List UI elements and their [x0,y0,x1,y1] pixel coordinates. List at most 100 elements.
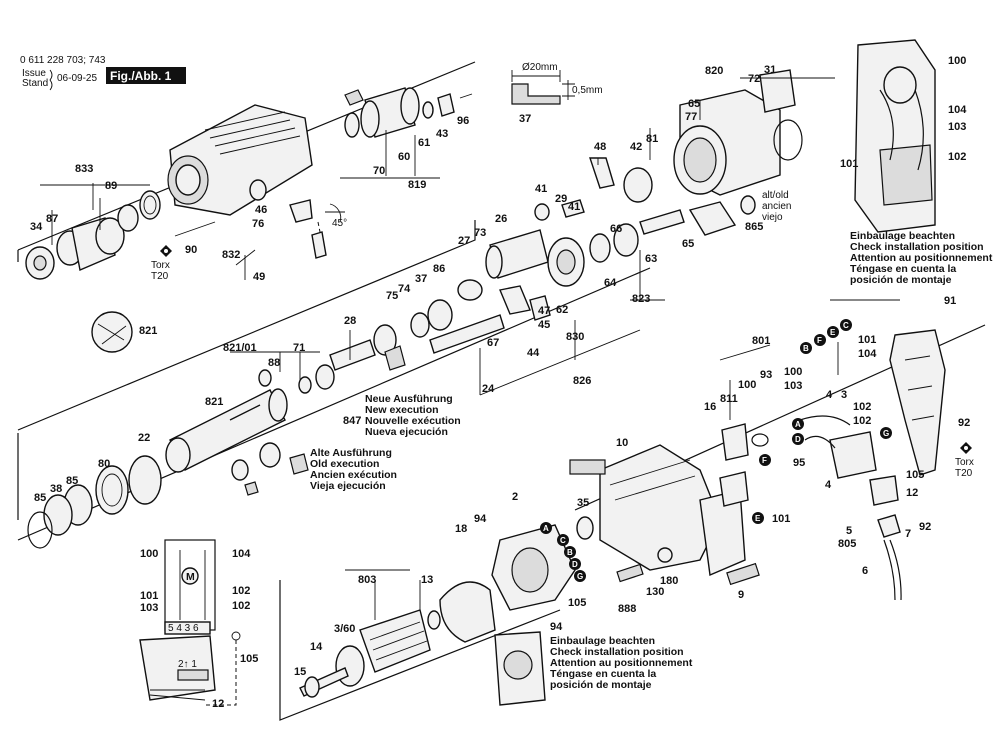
svg-text:823: 823 [632,293,650,305]
svg-text:63: 63 [645,253,657,265]
svg-text:22: 22 [138,432,150,444]
svg-text:74: 74 [398,283,411,295]
svg-text:104: 104 [858,348,877,360]
hammer-head-housing [167,104,313,216]
svg-text:85: 85 [34,492,46,504]
svg-text:101: 101 [772,513,790,525]
stand-label: Stand [22,78,48,89]
install-note-bottom-1: Einbaulage beachten [550,635,655,647]
connector-badge-b-2: B [800,342,812,354]
label-plate-9 [726,562,760,586]
svg-text:3/60: 3/60 [334,623,355,635]
install-note-top-2: Check installation position [850,241,984,253]
new-version-note-2: New execution [365,404,439,416]
svg-text:49: 49 [253,271,265,283]
old-clamp-part [688,195,756,236]
svg-text:102: 102 [232,585,250,597]
svg-text:100: 100 [948,55,966,67]
new-version-note-1: Neue Ausführung [365,393,453,405]
svg-text:13: 13 [421,574,433,586]
svg-text:66: 66 [610,223,622,235]
svg-text:92: 92 [958,417,970,429]
svg-text:46: 46 [255,204,267,216]
old-version-note-2: Old execution [310,458,379,470]
svg-text:65: 65 [682,238,694,250]
connector-badge-a-2: A [792,418,804,430]
svg-text:G: G [577,572,583,581]
frame-mid-band [17,220,476,431]
svg-text:832: 832 [222,249,240,261]
svg-text:77: 77 [685,111,697,123]
svg-text:80: 80 [98,458,110,470]
svg-text:A: A [543,524,549,533]
svg-text:7: 7 [905,528,911,540]
svg-text:93: 93 [760,369,772,381]
side-handle-801 [889,329,946,476]
svg-text:805: 805 [838,538,856,550]
old-version-note-3: Ancien exécution [310,469,397,481]
svg-text:94: 94 [550,621,563,633]
svg-text:61: 61 [418,137,430,149]
install-note-top-4: Téngase en cuenta la [850,263,956,275]
svg-text:88: 88 [268,357,280,369]
install-note-bottom-5: posición de montaje [550,679,652,691]
tool-holder-tube [165,369,288,473]
torx-label-top-1: Torx [151,260,170,271]
connector-badge-e-2: E [752,512,764,524]
svg-text:830: 830 [566,331,584,343]
washer-dimension-sketch [511,70,575,105]
svg-text:48: 48 [594,141,606,153]
leader-lines [40,77,900,620]
svg-text:96: 96 [457,115,469,127]
svg-text:100: 100 [784,366,802,378]
svg-text:14: 14 [310,641,323,653]
schematic-pins-2: 2↑ 1 [178,659,197,670]
svg-text:75: 75 [386,290,398,302]
install-note-top-1: Einbaulage beachten [850,230,955,242]
svg-text:86: 86 [433,263,445,275]
svg-text:37: 37 [519,113,531,125]
armature-3-60 [299,609,441,698]
connector-badge-f-2: F [759,454,771,466]
connector-badge-g-2: G [880,427,892,439]
svg-text:F: F [762,456,767,465]
wiring-schematic: M [139,539,241,706]
svg-text:85: 85 [66,475,78,487]
power-cable-6 [877,514,902,601]
svg-text:12: 12 [906,487,918,499]
install-note-bottom-2: Check installation position [550,646,684,658]
striker-assembly [298,299,453,394]
frame-armature-box [279,580,561,721]
motor-mount-inset [494,631,546,706]
svg-text:D: D [795,435,801,444]
svg-text:820: 820 [705,65,723,77]
svg-text:95: 95 [793,457,805,469]
svg-text:130: 130 [646,586,664,598]
install-note-bottom-4: Téngase en cuenta la [550,668,656,680]
switch-assembly-4 [799,415,899,506]
svg-text:24: 24 [482,383,495,395]
svg-text:102: 102 [853,415,871,427]
connector-badge-a-1: A [540,522,552,534]
svg-text:76: 76 [252,218,264,230]
svg-text:5: 5 [846,525,852,537]
torx-label-top-2: T20 [151,271,169,282]
svg-text:102: 102 [232,600,250,612]
svg-text:888: 888 [618,603,636,615]
svg-text:C: C [560,536,566,545]
svg-text:67: 67 [487,337,499,349]
brush-holder-assembly [719,423,769,507]
svg-text:102: 102 [853,401,871,413]
old-note-3: viejo [762,212,783,223]
svg-text:3: 3 [841,389,847,401]
install-note-top-3: Attention au positionnement [850,252,993,264]
svg-text:94: 94 [474,513,487,525]
svg-text:E: E [830,328,836,337]
svg-text:105: 105 [906,469,924,481]
figure-label: Fig./Abb. 1 [110,69,172,83]
new-version-note-3: Nouvelle exécution [365,415,461,427]
svg-text:C: C [843,321,849,330]
torx-label-right-2: T20 [955,468,973,479]
old-version-note-4: Vieja ejecución [310,480,386,492]
svg-text:29: 29 [555,193,567,205]
